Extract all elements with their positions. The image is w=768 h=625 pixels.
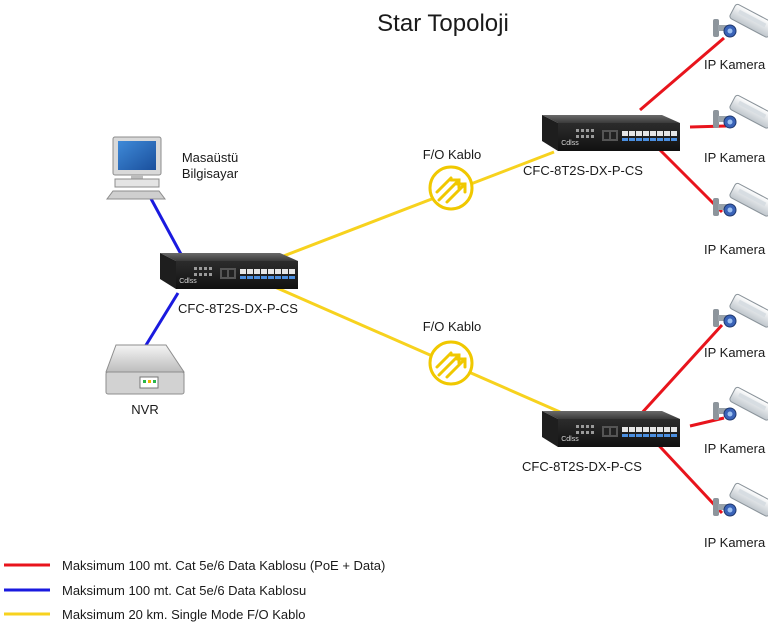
poe-cable <box>689 416 725 428</box>
fiber-cable-icon <box>428 340 474 386</box>
poe-cable <box>648 138 724 214</box>
switch-logo: Cdlss <box>179 278 197 285</box>
ip-camera-label: IP Kamera <box>704 57 766 72</box>
poe-cable <box>638 323 724 417</box>
ip-camera-icon <box>712 2 768 41</box>
nvr-label: NVR <box>131 402 158 417</box>
desktop-label: Bilgisayar <box>182 166 239 181</box>
legend-label: Maksimum 100 mt. Cat 5e/6 Data Kablosu <box>62 583 306 598</box>
fiber-cables <box>267 150 561 414</box>
poe-cable <box>689 124 727 129</box>
legend-label: Maksimum 100 mt. Cat 5e/6 Data Kablosu (… <box>62 558 385 573</box>
fiber-cable-icon <box>428 165 474 211</box>
legend: Maksimum 100 mt. Cat 5e/6 Data Kablosu (… <box>4 558 385 622</box>
data-cable <box>141 292 180 351</box>
data-cable <box>147 194 184 257</box>
poe-cable <box>639 36 725 112</box>
data-cables <box>141 194 184 351</box>
switch-logo: Cdlss <box>561 140 579 147</box>
ip-camera-icon <box>712 481 768 520</box>
desktop-computer-icon <box>106 136 166 200</box>
poe-cables <box>638 36 727 515</box>
fiber-label: F/O Kablo <box>423 147 482 162</box>
nvr-device-icon <box>105 344 185 395</box>
ip-camera-icon <box>712 181 768 220</box>
ip-camera-label: IP Kamera <box>704 535 766 550</box>
ip-camera-label: IP Kamera <box>704 150 766 165</box>
switch-center-label: CFC-8T2S-DX-P-CS <box>178 301 298 316</box>
switch-logo: Cdlss <box>561 436 579 443</box>
fiber-cable <box>267 282 561 414</box>
diagram-title: Star Topoloji <box>377 10 509 37</box>
legend-label: Maksimum 20 km. Single Mode F/O Kablo <box>62 607 305 622</box>
ip-camera-label: IP Kamera <box>704 441 766 456</box>
desktop-label: Masaüstü <box>182 150 238 165</box>
ip-camera-label: IP Kamera <box>704 345 766 360</box>
fiber-label: F/O Kablo <box>423 319 482 334</box>
poe-cable <box>648 434 724 515</box>
ip-camera-label: IP Kamera <box>704 242 766 257</box>
switch-top-label: CFC-8T2S-DX-P-CS <box>523 163 643 178</box>
switch-bottom-label: CFC-8T2S-DX-P-CS <box>522 459 642 474</box>
fiber-cable <box>267 150 555 264</box>
